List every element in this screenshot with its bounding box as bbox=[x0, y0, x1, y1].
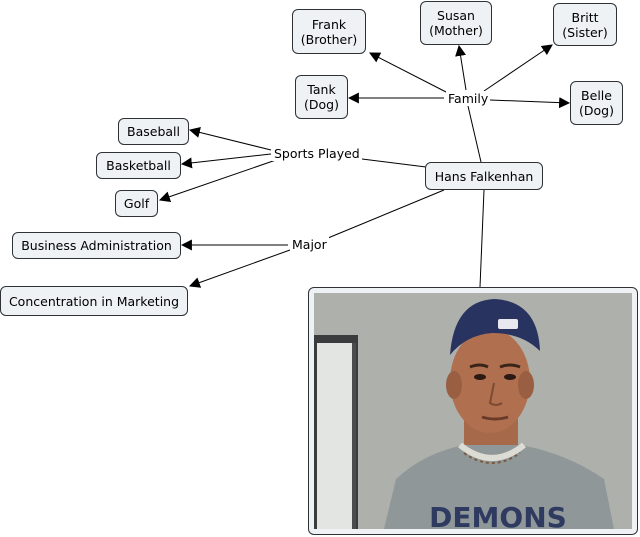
edge-sports-baseball bbox=[188, 127, 272, 151]
concept-belle-dog[interactable]: Belle (Dog) bbox=[570, 81, 623, 125]
edge-center-sports bbox=[361, 158, 427, 168]
edge-sports-basketball bbox=[180, 153, 272, 169]
concept-britt-sister[interactable]: Britt (Sister) bbox=[553, 3, 617, 46]
edge-sports-golf bbox=[158, 159, 277, 202]
shirt-lettering: DEMONS bbox=[429, 501, 567, 529]
link-label-sports-played: Sports Played bbox=[272, 146, 362, 161]
concept-basketball[interactable]: Basketball bbox=[96, 152, 181, 179]
edge-major-marketing bbox=[188, 249, 291, 288]
edge-family-susan bbox=[455, 44, 467, 91]
concept-baseball[interactable]: Baseball bbox=[118, 118, 189, 145]
edge-family-frank bbox=[369, 52, 449, 94]
link-label-major: Major bbox=[290, 237, 329, 252]
edge-center-photo bbox=[479, 189, 485, 288]
concept-business-administration[interactable]: Business Administration bbox=[12, 232, 181, 259]
concept-hans-falkenhan[interactable]: Hans Falkenhan bbox=[425, 162, 543, 190]
edge-family-britt bbox=[483, 44, 553, 92]
edge-center-major bbox=[327, 189, 445, 239]
edge-family-belle bbox=[489, 97, 571, 109]
photo-frame[interactable]: DEMONS bbox=[308, 287, 638, 535]
concept-concentration-in-marketing[interactable]: Concentration in Marketing bbox=[0, 286, 188, 316]
edge-center-family bbox=[467, 105, 482, 163]
concept-tank-dog[interactable]: Tank (Dog) bbox=[295, 75, 348, 119]
link-label-family: Family bbox=[446, 91, 491, 106]
concept-susan-mother[interactable]: Susan (Mother) bbox=[420, 1, 492, 45]
concept-frank-brother[interactable]: Frank (Brother) bbox=[292, 9, 366, 54]
portrait-photo: DEMONS bbox=[314, 293, 632, 529]
concept-golf[interactable]: Golf bbox=[115, 190, 158, 217]
